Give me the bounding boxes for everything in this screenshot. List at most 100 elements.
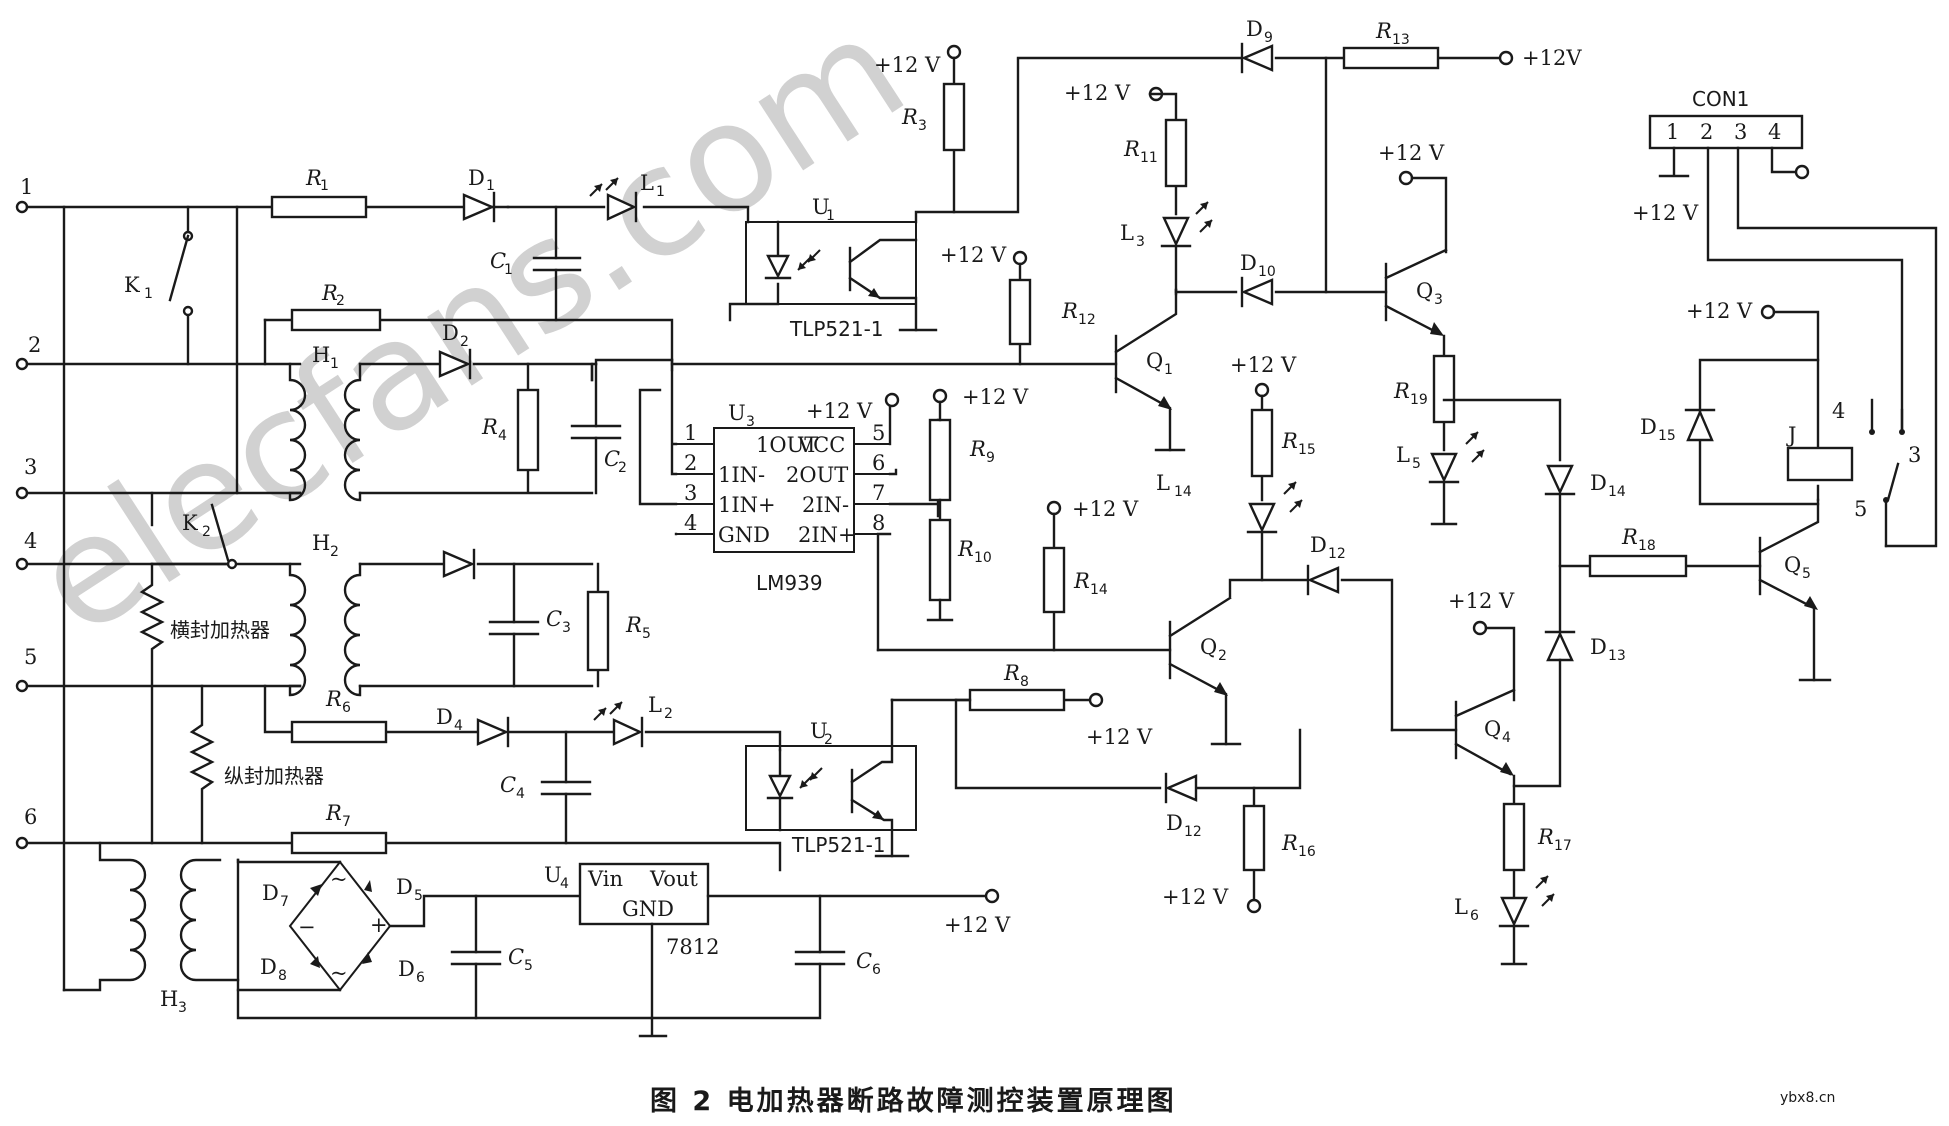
svg-text:4: 4 [454,718,463,734]
svg-text:K: K [124,273,140,297]
svg-text:R: R [1281,429,1298,453]
svg-text:5: 5 [642,626,651,642]
svg-text:R: R [1061,299,1078,323]
svg-text:H: H [160,987,178,1011]
svg-text:2: 2 [1218,648,1227,664]
svg-text:3: 3 [1908,443,1921,467]
svg-text:9: 9 [1264,30,1273,46]
svg-text:D: D [1590,635,1607,659]
svg-text:17: 17 [1554,838,1572,854]
svg-text:2IN-: 2IN- [802,493,849,517]
resistor-r4: R 4 [481,388,540,472]
figure-caption: 图 2 电加热器断路故障测控装置原理图 [650,1085,1177,1117]
svg-text:8: 8 [278,968,287,984]
svg-text:U: U [544,863,562,887]
svg-text:U: U [728,401,746,425]
svg-text:4: 4 [684,511,697,535]
svg-text:L: L [1120,221,1134,245]
svg-text:D: D [1240,251,1257,275]
svg-text:TLP521-1: TLP521-1 [791,833,886,857]
svg-text:4: 4 [560,876,569,892]
svg-text:1: 1 [320,178,329,194]
transformer-h2: H 2 [288,531,362,697]
svg-text:1: 1 [330,356,339,372]
svg-text:D: D [436,705,453,729]
svg-text:1: 1 [486,178,495,194]
svg-text:13: 13 [1392,32,1410,48]
svg-text:LM939: LM939 [756,571,823,595]
svg-text:4: 4 [1502,730,1511,746]
diode-d1: D 1 [462,166,510,223]
svg-text:+12 V: +12 V [1378,141,1445,165]
svg-text:1: 1 [684,421,697,445]
resistor-r13: R 13 [1342,19,1440,70]
svg-text:D: D [468,166,485,190]
svg-text:+12 V: +12 V [1162,885,1229,909]
led-l1: L 1 [589,171,665,223]
svg-text:C: C [490,249,506,273]
led-l3: L 3 [1120,201,1213,250]
svg-text:R: R [1621,525,1638,549]
svg-text:6: 6 [342,700,351,716]
svg-text:L: L [1454,895,1468,919]
svg-text:1OUT: 1OUT [756,433,818,457]
svg-text:2: 2 [336,293,345,309]
svg-text:9: 9 [986,450,995,466]
svg-text:3: 3 [1136,234,1145,250]
svg-text:L: L [1396,443,1410,467]
svg-text:VCC: VCC [797,433,845,457]
svg-text:Q: Q [1484,717,1501,741]
svg-text:6: 6 [872,451,885,475]
svg-text:14: 14 [1174,484,1192,500]
svg-text:K: K [182,511,198,535]
svg-text:H: H [312,343,330,367]
svg-text:4: 4 [1768,120,1781,144]
terminal-5-label: 5 [24,645,37,669]
diode-d12: D 12 [1164,772,1202,840]
optocoupler-u1: U 1 TLP521-1 [728,58,1020,341]
svg-text:~: ~ [330,867,348,891]
capacitor-c3: C 3 [488,607,571,636]
svg-text:R: R [305,166,322,190]
svg-text:12: 12 [1328,546,1346,562]
svg-text:R: R [1281,831,1298,855]
svg-text:+12 V: +12 V [1086,725,1153,749]
transformer-h3: H 3 [62,841,240,1016]
capacitor-c5: C 5 [450,945,533,974]
bridge-rectifier: D 7 D 5 D 8 D 6 + − ~ ~ [260,860,425,992]
svg-text:+12 V: +12 V [944,913,1011,937]
svg-text:10: 10 [974,550,992,566]
resistor-r6: R 6 [290,687,388,744]
svg-text:GND: GND [622,897,674,921]
switch-k2[interactable]: K 2 [150,503,238,570]
svg-text:2OUT: 2OUT [786,463,848,487]
svg-text:2: 2 [664,706,673,722]
terminal-1-label: 1 [20,175,33,199]
svg-text:5: 5 [872,421,885,445]
svg-text:7812: 7812 [666,935,719,959]
switch-k1[interactable]: K 1 [124,230,194,317]
svg-text:R: R [969,437,986,461]
resistor-r5: R 5 [586,590,651,672]
svg-text:+12 V: +12 V [962,385,1029,409]
svg-text:U: U [812,195,830,219]
svg-text:C: C [856,949,872,973]
svg-text:1: 1 [826,208,835,224]
led-l2: L 2 [593,693,673,748]
svg-text:5: 5 [1412,456,1421,472]
svg-text:+12 V: +12 V [1064,81,1131,105]
capacitor-c2: C 2 [570,424,627,476]
capacitor-c4: C 4 [500,773,592,802]
svg-text:D: D [1166,811,1183,835]
svg-text:1: 1 [1164,362,1173,378]
svg-text:6: 6 [1470,908,1479,924]
svg-text:+12 V: +12 V [1632,201,1699,225]
diode-d13: D 13 [1544,630,1626,664]
led-l14-label: L [1156,471,1170,495]
svg-text:Vin: Vin [587,867,623,891]
resistor-r10: R 10 [928,518,992,602]
led-l6: L 6 [1454,875,1555,928]
terminal-3-label: 3 [24,455,37,479]
svg-text:6: 6 [872,962,881,978]
diode-d15: D 15 [1640,408,1716,444]
